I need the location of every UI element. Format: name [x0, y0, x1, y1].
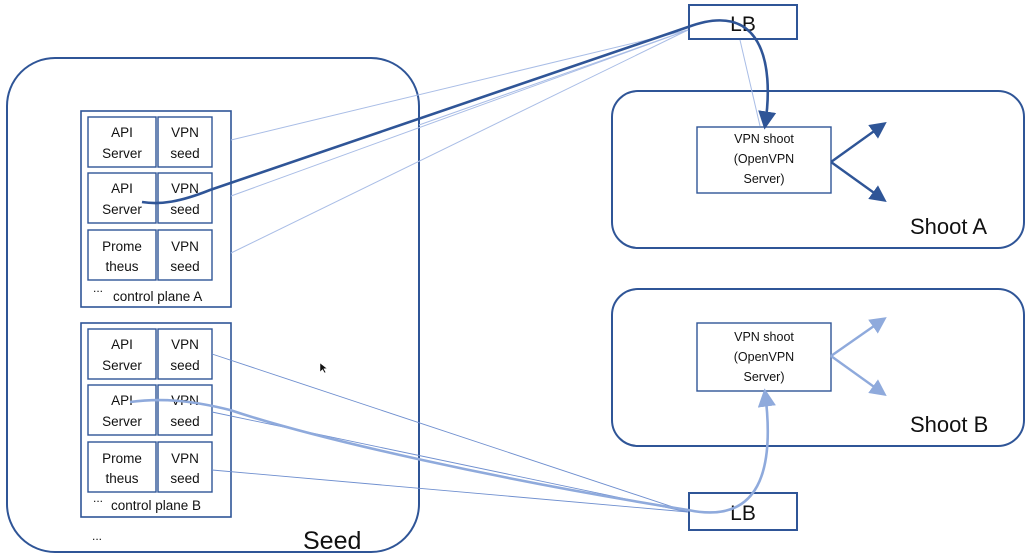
conn-lb-vpn-shoot-a: [739, 39, 761, 127]
cp-a-prometheus-line1: Prome: [102, 239, 142, 254]
cp-b-api-server-1-line2: Server: [102, 358, 142, 373]
control-plane-b: API Server VPN seed API Server VPN seed …: [80, 322, 232, 518]
cp-a-vpn-seed-3-line2: seed: [170, 259, 199, 274]
connections-bottom-lb: [211, 353, 689, 513]
lb-top: LB: [688, 4, 798, 40]
cp-b-ellipsis: ...: [93, 491, 103, 505]
cp-a-api-server-1-line1: API: [111, 125, 133, 140]
cp-b-prometheus-line1: Prome: [102, 451, 142, 466]
cp-a-api-server-2-line2: Server: [102, 202, 142, 217]
shoot-a-label: Shoot A: [910, 214, 987, 239]
shoot-b-vpn-line2: (OpenVPN: [734, 350, 794, 364]
cp-a-api-server-2-line1: API: [111, 181, 133, 196]
cp-a-vpn-seed-3-line1: VPN: [171, 239, 199, 254]
cp-a-prometheus-line2: theus: [105, 259, 138, 274]
control-plane-a: API Server VPN seed API Server VPN seed …: [80, 110, 232, 308]
cp-b-vpn-seed-1-line2: seed: [170, 358, 199, 373]
cp-b-vpn-seed-2-line2: seed: [170, 414, 199, 429]
cp-a-vpn-seed-2-line1: VPN: [171, 181, 199, 196]
tunnel-path-shoot-a: [141, 19, 777, 205]
shoot-b-fanout: [830, 317, 887, 396]
cp-b-row-1: API Server VPN seed: [87, 328, 213, 380]
conn-seed-lb: [418, 29, 689, 126]
cp-a-row-2: API Server VPN seed: [87, 172, 213, 224]
cp-b-vpn-seed-3-line1: VPN: [171, 451, 199, 466]
shoot-a-vpn-line1: VPN shoot: [734, 132, 794, 146]
cp-b-row-3: Prome theus VPN seed: [87, 441, 213, 493]
cp-b-api-server-2-line1: API: [111, 393, 133, 408]
mouse-cursor-icon: [319, 362, 328, 374]
cp-b-api-server-2-line2: Server: [102, 414, 142, 429]
shoot-b-vpn-line1: VPN shoot: [734, 330, 794, 344]
shoot-a: VPN shoot (OpenVPN Server) Shoot A: [611, 90, 1025, 249]
cp-b-vpn-seed-1-line1: VPN: [171, 337, 199, 352]
shoot-a-fanout: [830, 122, 887, 202]
cp-a-label: control plane A: [113, 289, 202, 304]
cp-a-api-server-1-line2: Server: [102, 146, 142, 161]
conn-cpb-vpn3-lb: [211, 469, 689, 513]
cp-b-vpn-seed-3-line2: seed: [170, 471, 199, 486]
cp-b-prometheus-line2: theus: [105, 471, 138, 486]
shoot-a-vpn-line2: (OpenVPN: [734, 152, 794, 166]
connections-top-lb: [230, 29, 761, 254]
cp-a-vpn-seed-2-line2: seed: [170, 202, 199, 217]
cp-b-api-server-1-line1: API: [111, 337, 133, 352]
cp-a-ellipsis: ...: [93, 281, 103, 295]
cp-a-vpn-seed-1-line2: seed: [170, 146, 199, 161]
lb-bottom-label: LB: [730, 502, 756, 525]
conn-cpa-vpn3-lb: [230, 29, 689, 254]
seed-label: Seed: [303, 527, 361, 555]
cp-b-row-2: API Server VPN seed: [87, 384, 213, 436]
shoot-b-label: Shoot B: [910, 412, 988, 437]
shoot-b-vpn-line3: Server): [744, 370, 785, 384]
tunnel-path-shoot-b: [129, 388, 776, 514]
seed-ellipsis: ...: [92, 529, 102, 543]
conn-cpb-vpn1-lb: [211, 353, 689, 513]
cp-a-row-1: API Server VPN seed: [87, 116, 213, 168]
conn-cpa-vpn2-lb: [230, 29, 689, 197]
conn-cpa-vpn1-lb: [230, 29, 689, 141]
cp-a-row-3: Prome theus VPN seed: [87, 229, 213, 281]
cp-a-vpn-seed-1-line1: VPN: [171, 125, 199, 140]
shoot-a-vpn-line3: Server): [744, 172, 785, 186]
cp-b-label: control plane B: [111, 498, 201, 513]
seed-container: Seed ...: [6, 57, 420, 555]
shoot-b: VPN shoot (OpenVPN Server) Shoot B: [611, 288, 1025, 447]
